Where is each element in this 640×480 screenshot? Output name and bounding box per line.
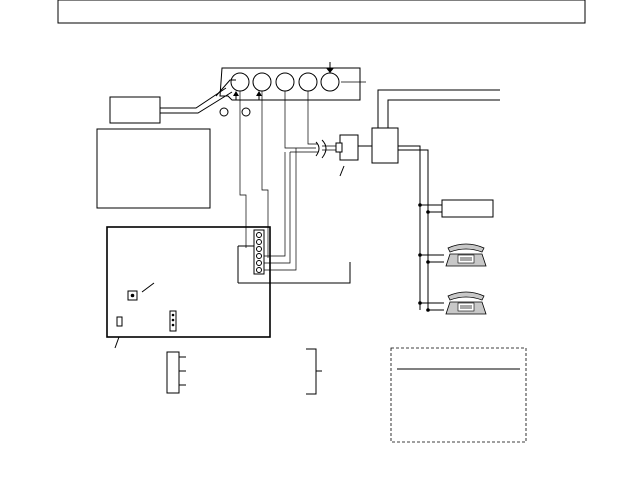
legend-box: [390, 347, 527, 443]
arrow-down-icon: [326, 62, 334, 73]
panel-terminals: [256, 232, 262, 273]
panel-terminal-strip: [253, 229, 265, 275]
phone-jack-icon: [315, 134, 359, 177]
jumper-header: [169, 310, 177, 332]
terminal-1: [230, 72, 250, 92]
terminal-4: [298, 72, 318, 92]
demarc-block: [371, 127, 399, 164]
terminal-strip: [219, 62, 366, 101]
mounting-hole: [241, 107, 251, 117]
battery-connector: [116, 316, 123, 327]
info-box: [96, 128, 211, 209]
telco-line: [358, 89, 500, 310]
control-panel: [106, 148, 351, 349]
header-frame: [57, 0, 586, 24]
power-wires: [239, 91, 269, 258]
terminal-3: [275, 72, 295, 92]
connector-detail: [166, 351, 186, 394]
telephone-icon: [445, 243, 487, 267]
phone-branches: [418, 199, 494, 312]
arrow-up-icon: [233, 91, 262, 100]
adjust-knob: [127, 290, 138, 301]
terminal-5: [320, 72, 340, 92]
terminal-2: [252, 72, 272, 92]
transformer: [109, 79, 251, 124]
bracket: [306, 348, 322, 395]
telephone-icon: [445, 291, 487, 315]
data-wires: [284, 91, 318, 153]
mounting-hole: [219, 107, 229, 117]
module-box: [441, 199, 494, 218]
